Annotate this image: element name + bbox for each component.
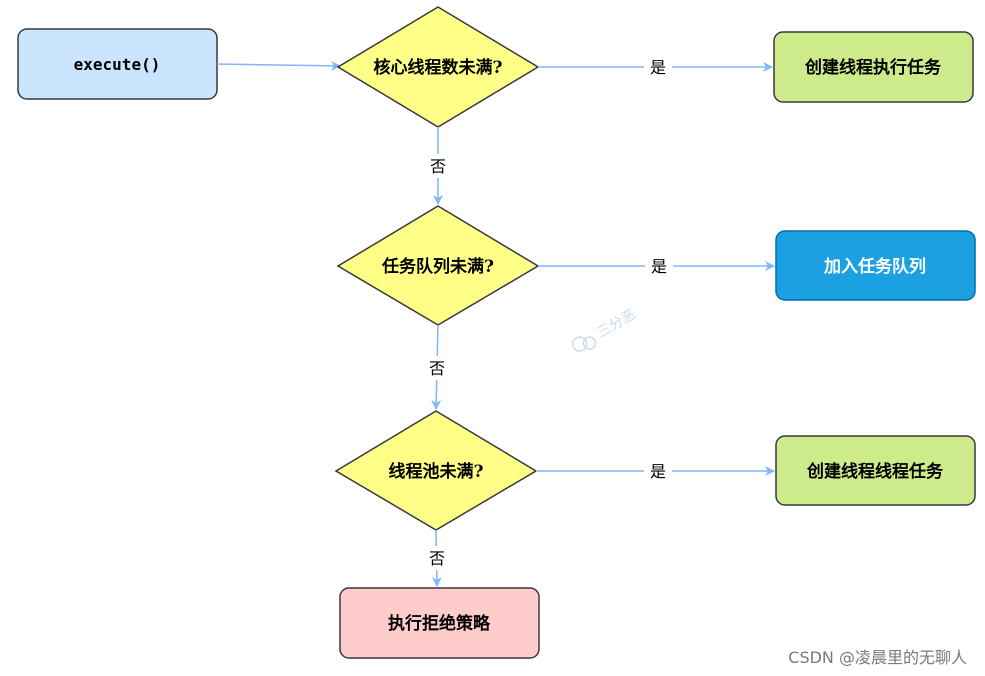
decision-thread-pool: 线程池未满? [334, 410, 538, 531]
edge-pool-yes-label: 是 [650, 462, 666, 481]
decision-queue-label: 任务队列未满? [381, 256, 494, 277]
edge-queue-yes-label: 是 [651, 257, 667, 276]
execute-label: execute() [74, 55, 161, 74]
action-add-to-queue: 加入任务队列 [775, 230, 976, 301]
edge-pool-no-label: 否 [429, 549, 445, 568]
edge-execute-to-core [216, 60, 341, 71]
csdn-credit: CSDN @凌晨里的无聊人 [788, 648, 967, 667]
action-create-core-label: 创建线程执行任务 [804, 57, 942, 78]
watermark-text: 三分恶 [594, 307, 638, 342]
action-create-pool-label: 创建线程线程任务 [806, 461, 944, 482]
decision-task-queue: 任务队列未满? [336, 205, 540, 326]
action-add-queue-label: 加入任务队列 [823, 256, 926, 277]
wechat-icon [571, 336, 588, 352]
edge-core-no-label: 否 [430, 157, 446, 176]
edge-queue-no-label: 否 [429, 359, 445, 378]
execute-node: execute() [17, 28, 218, 100]
action-reject-label: 执行拒绝策略 [388, 613, 491, 634]
watermark: 三分恶 [571, 307, 639, 352]
action-reject-policy: 执行拒绝策略 [339, 587, 540, 659]
decision-pool-label: 线程池未满? [389, 461, 484, 482]
decision-core-label: 核心线程数未满? [374, 57, 503, 78]
action-create-pool-thread: 创建线程线程任务 [775, 435, 976, 506]
decision-core-threads: 核心线程数未满? [336, 6, 540, 128]
edge-core-yes-label: 是 [650, 58, 666, 77]
action-create-core-thread: 创建线程执行任务 [773, 31, 974, 103]
